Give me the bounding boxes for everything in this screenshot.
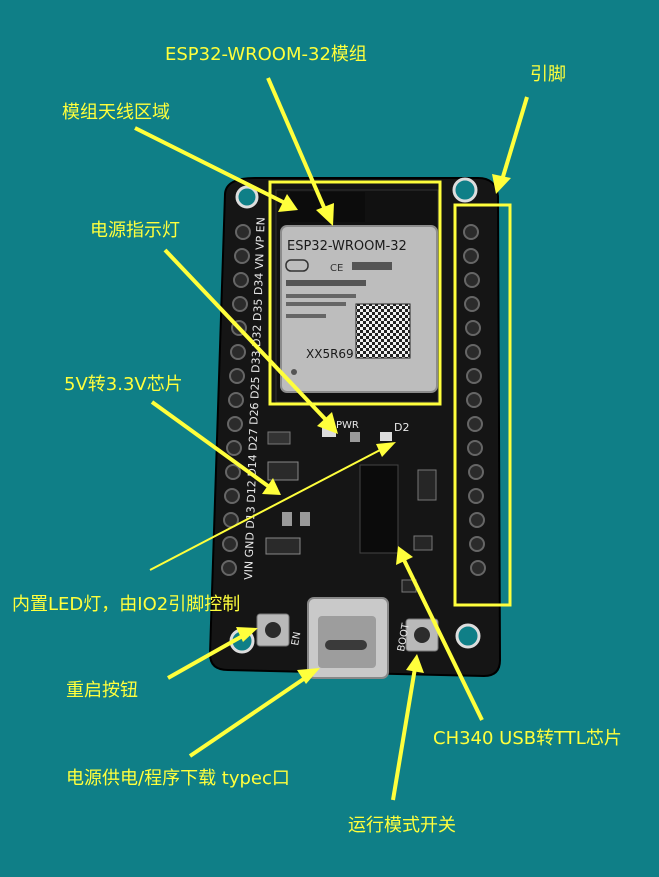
fcc-line [286,280,366,286]
ch340-chip [359,464,399,554]
pin1-dot [291,369,297,375]
pins-highlight-box [453,203,512,607]
arrow-power-led-head [317,412,338,434]
arrow-power-led [163,248,330,424]
arrow-mode-switch-head [406,654,424,673]
arrows [134,77,529,801]
wifi-logo [285,259,309,272]
arrow-ch340 [402,559,484,721]
arrow-typec [188,674,310,758]
arrow-reset-head [236,627,258,642]
label-module: ESP32-WROOM-32模组 [165,44,367,65]
crystal [417,469,437,501]
label-power-led: 电源指示灯 [90,220,180,241]
arrow-reset [167,632,247,680]
label-antenna: 模组天线区域 [62,102,170,123]
module-highlight-box [268,180,442,406]
arrow-builtin-led [149,447,385,571]
transistor-1 [413,535,433,551]
d2-silk: D2 [394,421,409,434]
qr-code [355,303,411,359]
arrow-typec-head [297,668,320,684]
arrow-pins [500,96,529,181]
boot-silk: BOOT [396,622,412,653]
label-builtin-led: 内置LED灯，由IO2引脚控制 [12,594,241,615]
mount-hole-top-right [452,177,478,203]
label-ch340: CH340 USB转TTL芯片 [433,728,622,749]
arrow-antenna-head [278,194,298,212]
module-title: ESP32-WROOM-32 [287,239,407,254]
mount-hole-bottom-right [455,623,481,649]
en-button [256,613,290,647]
boot-button [405,618,439,652]
regulator-chip [267,461,299,481]
module-text-line-1 [286,294,356,298]
label-pins: 引脚 [530,64,566,85]
capacitor-1 [267,431,291,445]
label-mode-switch: 运行模式开关 [348,815,456,836]
en-silk: EN [290,631,303,647]
module-text-line-2 [286,302,346,306]
esp32-module: ESP32-WROOM-32 CE XX5R69 [275,189,439,403]
mount-hole-top-left [235,185,259,209]
pwr-silk: PWR [336,420,359,431]
ce-mark: CE [330,263,343,274]
module-code: XX5R69 [306,347,354,361]
arrow-module-head [316,203,334,226]
arrow-regulator [150,400,270,488]
label-regulator: 5V转3.3V芯片 [64,374,183,395]
board-components: PWR D2 [265,420,437,593]
arrow-pins-head [492,174,511,194]
resistor-3 [350,432,360,442]
arrow-antenna [134,126,286,205]
label-typec: 电源供电/程序下载 typec口 [66,768,290,789]
power-led [322,427,336,437]
right-pin-header [463,224,486,576]
label-reset-button: 重启按钮 [66,680,138,701]
diode-1 [265,537,301,555]
brand-mark [352,262,392,270]
arrow-mode-switch [391,667,417,801]
left-pin-header [221,224,251,576]
resistor-2 [300,512,310,526]
usb-typec-port [307,597,389,679]
arrow-ch340-head [396,546,413,565]
arrow-builtin-led-head [376,442,396,457]
builtin-led [380,432,392,441]
arrow-module [266,77,328,213]
arrow-regulator-head [262,478,281,495]
module-text-line-3 [286,314,326,318]
resistor-1 [282,512,292,526]
